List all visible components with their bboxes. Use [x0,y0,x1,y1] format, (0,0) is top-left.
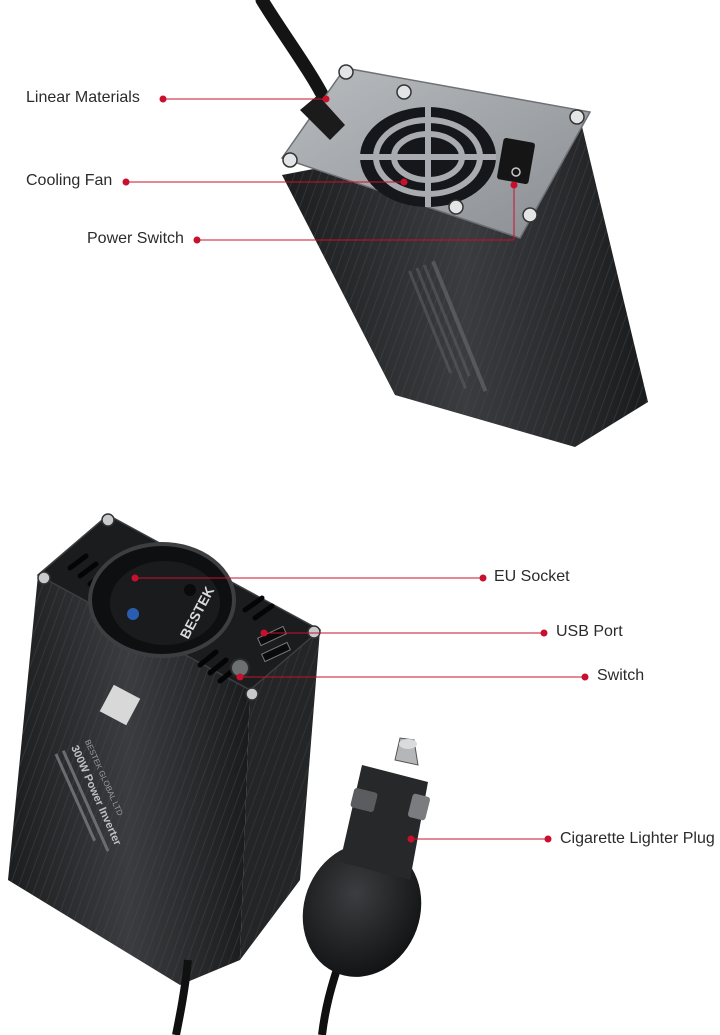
output-cable [172,959,192,1035]
callout-dot [544,835,552,843]
callout-dot [193,236,201,244]
inverter-rear [255,0,648,447]
fan-icon [360,107,496,207]
screw-icon [307,625,321,639]
label-cooling-fan: Cooling Fan [26,172,113,189]
callout-dot [159,95,167,103]
screw-icon [448,199,464,215]
screw-icon [37,571,51,585]
screw-icon [245,687,259,701]
callout-dot [510,181,518,189]
rocker-switch-icon [497,138,535,184]
callout-dot [131,574,139,582]
label-linear-materials: Linear Materials [26,89,140,106]
label-cigarette-lighter-plug: Cigarette Lighter Plug [560,830,715,847]
plug-barrel [340,765,428,880]
callout-dot [407,835,415,843]
label-usb-port: USB Port [556,623,623,640]
usb-port-icon [256,625,292,663]
screw-icon [101,513,115,527]
callout-dot [540,629,548,637]
callout-lines [122,95,589,843]
rear-label-print [408,260,488,392]
callout-dot [400,178,408,186]
power-cable [255,0,332,107]
eu-socket-icon [88,542,236,658]
plug-grip [302,843,422,977]
callout-dot [479,574,487,582]
cigarette-plug [302,737,430,1035]
callout-dot [322,95,330,103]
screw-icon [569,109,585,125]
label-switch: Switch [597,667,645,684]
screw-icon [522,207,538,223]
qr-code-icon [99,684,141,726]
callout-dot [122,178,130,186]
inverter-front: 300W Power Inverter BESTEK GLOBAL LTD BE… [8,513,322,1035]
label-power-switch: Power Switch [87,230,184,247]
screw-icon [396,84,412,100]
callout-dot [581,673,589,681]
screw-icon [282,152,298,168]
screw-icon [338,64,354,80]
label-eu-socket: EU Socket [494,568,570,585]
callout-dot [260,629,268,637]
callout-dot [236,673,244,681]
